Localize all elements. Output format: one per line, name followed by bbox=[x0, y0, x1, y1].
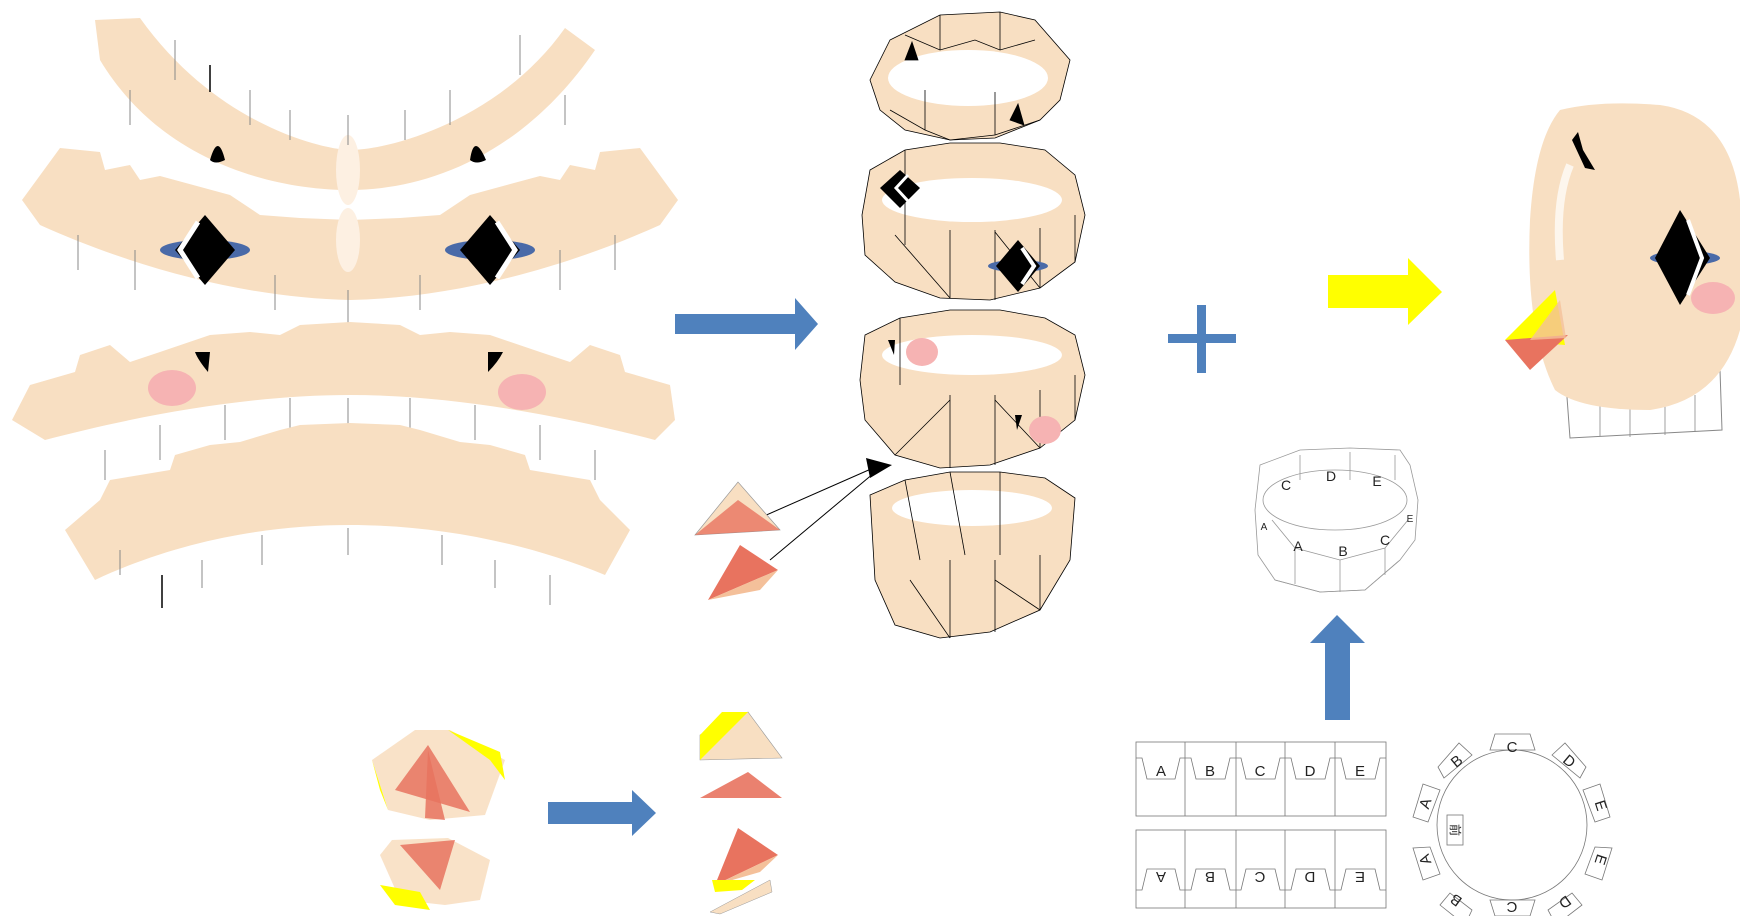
collar-label: A bbox=[1156, 868, 1166, 885]
template-strip-1 bbox=[95, 18, 595, 205]
collar-strip-top-labels: A B C D E bbox=[1156, 763, 1365, 780]
collar-ring-flat-labels: C D E E D C B A A B 前 bbox=[1416, 739, 1610, 915]
collar-label: B bbox=[1205, 763, 1215, 780]
collar-3d-label: C bbox=[1281, 477, 1291, 493]
ring-2 bbox=[862, 143, 1085, 300]
head-template-strips bbox=[12, 18, 678, 608]
collar-3d-label: B bbox=[1338, 543, 1347, 559]
collar-ring-center-mark: 前 bbox=[1448, 824, 1463, 836]
collar-ring-label: E bbox=[1591, 798, 1610, 813]
collar-3d-label: A bbox=[1261, 522, 1268, 533]
collar-ring-label: A bbox=[1416, 796, 1435, 811]
beak-folded-pieces bbox=[700, 712, 782, 914]
collar-ring-label: C bbox=[1506, 898, 1517, 915]
collar-ring-label: E bbox=[1591, 852, 1610, 867]
collar-label: A bbox=[1156, 763, 1166, 780]
collar-ring-label: B bbox=[1448, 752, 1467, 771]
collar-ring-label: D bbox=[1555, 892, 1574, 912]
collar-3d-label: A bbox=[1293, 538, 1303, 554]
collar-ring-label: C bbox=[1507, 739, 1518, 756]
collar-3d-label: D bbox=[1326, 468, 1336, 484]
collar-ring-flat bbox=[1413, 734, 1612, 916]
collar-ring-3d bbox=[1255, 448, 1418, 592]
ring-1 bbox=[870, 12, 1070, 140]
collar-label: B bbox=[1205, 868, 1215, 885]
collar-label: C bbox=[1255, 763, 1266, 780]
collar-3d-label: E bbox=[1407, 514, 1414, 525]
beak-piece-middle bbox=[695, 482, 780, 600]
collar-ring-label: A bbox=[1416, 852, 1435, 867]
beak-template-pieces bbox=[372, 730, 505, 910]
ring-4 bbox=[870, 472, 1075, 638]
collar-label: E bbox=[1355, 763, 1365, 780]
collar-ring-label: D bbox=[1559, 752, 1578, 772]
collar-label: D bbox=[1305, 763, 1316, 780]
arrow-right-icon bbox=[675, 298, 818, 350]
collar-label: E bbox=[1355, 868, 1365, 885]
plus-icon bbox=[1168, 305, 1236, 373]
assembled-rings bbox=[860, 12, 1085, 638]
ring-3 bbox=[860, 310, 1085, 468]
collar-3d-label: C bbox=[1380, 532, 1390, 548]
arrow-up-icon bbox=[1310, 615, 1365, 720]
arrow-right-icon bbox=[548, 790, 656, 836]
finished-head bbox=[1505, 103, 1740, 438]
arrow-right-icon bbox=[1328, 258, 1442, 325]
collar-3d-label: E bbox=[1372, 473, 1381, 489]
collar-strip-bottom-labels: A B C D E bbox=[1156, 868, 1365, 885]
collar-label: C bbox=[1254, 868, 1265, 885]
collar-label: D bbox=[1304, 868, 1315, 885]
template-strip-4 bbox=[65, 423, 630, 608]
